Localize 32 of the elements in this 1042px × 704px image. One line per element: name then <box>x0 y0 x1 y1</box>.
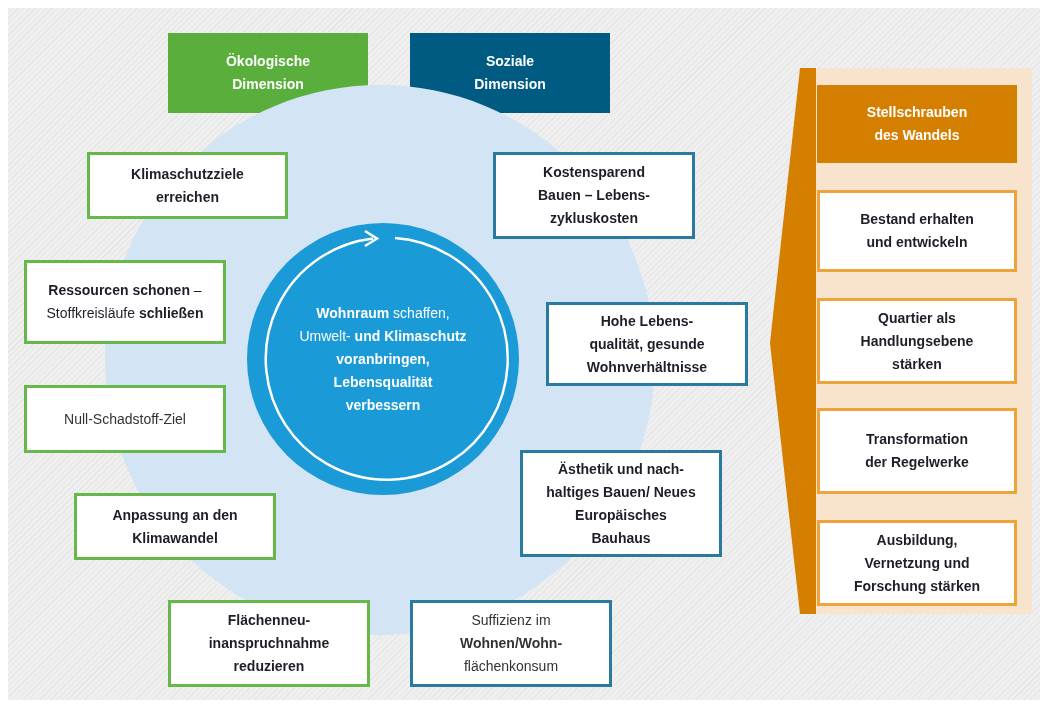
goal-text: Quartier als Handlungsebene stärken <box>859 308 975 374</box>
goal-text: Kostensparend Bauen – Lebens- zykluskosten <box>537 163 651 228</box>
goal-box <box>74 493 276 560</box>
dimension-header <box>410 33 610 113</box>
goal-text: Ästhetik und nach- haltiges Bauen/ Neues Europäisches Bauhaus <box>545 459 697 548</box>
goal-box <box>24 260 226 344</box>
center-text: Wohnraum schaffen, Umwelt- und Klimaschutz voranbringen, Lebensqualität verbessern <box>298 303 468 415</box>
goal-box <box>410 600 612 687</box>
heading-text: Ökologische Dimension <box>225 52 311 94</box>
goal-text: Ausbildung, Vernetzung und Forschung stärken <box>853 530 981 596</box>
goal-box <box>546 302 748 386</box>
goal-text: Hohe Lebens- qualität, gesunde Wohnverhältnisse <box>585 311 709 377</box>
goal-text: Anpassung an den Klimawandel <box>111 505 239 548</box>
goal-box <box>24 385 226 453</box>
lever-box <box>817 408 1017 494</box>
lever-box <box>817 298 1017 384</box>
goal-text: Flächenneu- inanspruchnahme reduzieren <box>207 611 331 676</box>
goal-text: Klimaschutzziele erreichen <box>130 164 245 207</box>
goal-box <box>493 152 695 239</box>
goal-text: Bestand erhalten und entwickeln <box>859 210 975 252</box>
goal-box <box>168 600 370 687</box>
goal-box <box>87 152 288 219</box>
goal-text: Ressourcen schonen – Stoffkreisläufe schließen <box>45 281 205 323</box>
goal-text: Null-Schadstoff-Ziel <box>63 409 187 429</box>
goal-box <box>520 450 722 557</box>
heading-text: Soziale Dimension <box>473 52 547 94</box>
goal-text: Transformation der Regelwerke <box>864 430 970 472</box>
lever-box <box>817 520 1017 606</box>
lever-box <box>817 190 1017 272</box>
goal-text: Suffizienz im Wohnen/Wohn- flächenkonsum <box>458 611 564 676</box>
heading-text: Stellschrauben des Wandels <box>865 103 969 145</box>
panel-header <box>817 85 1017 163</box>
